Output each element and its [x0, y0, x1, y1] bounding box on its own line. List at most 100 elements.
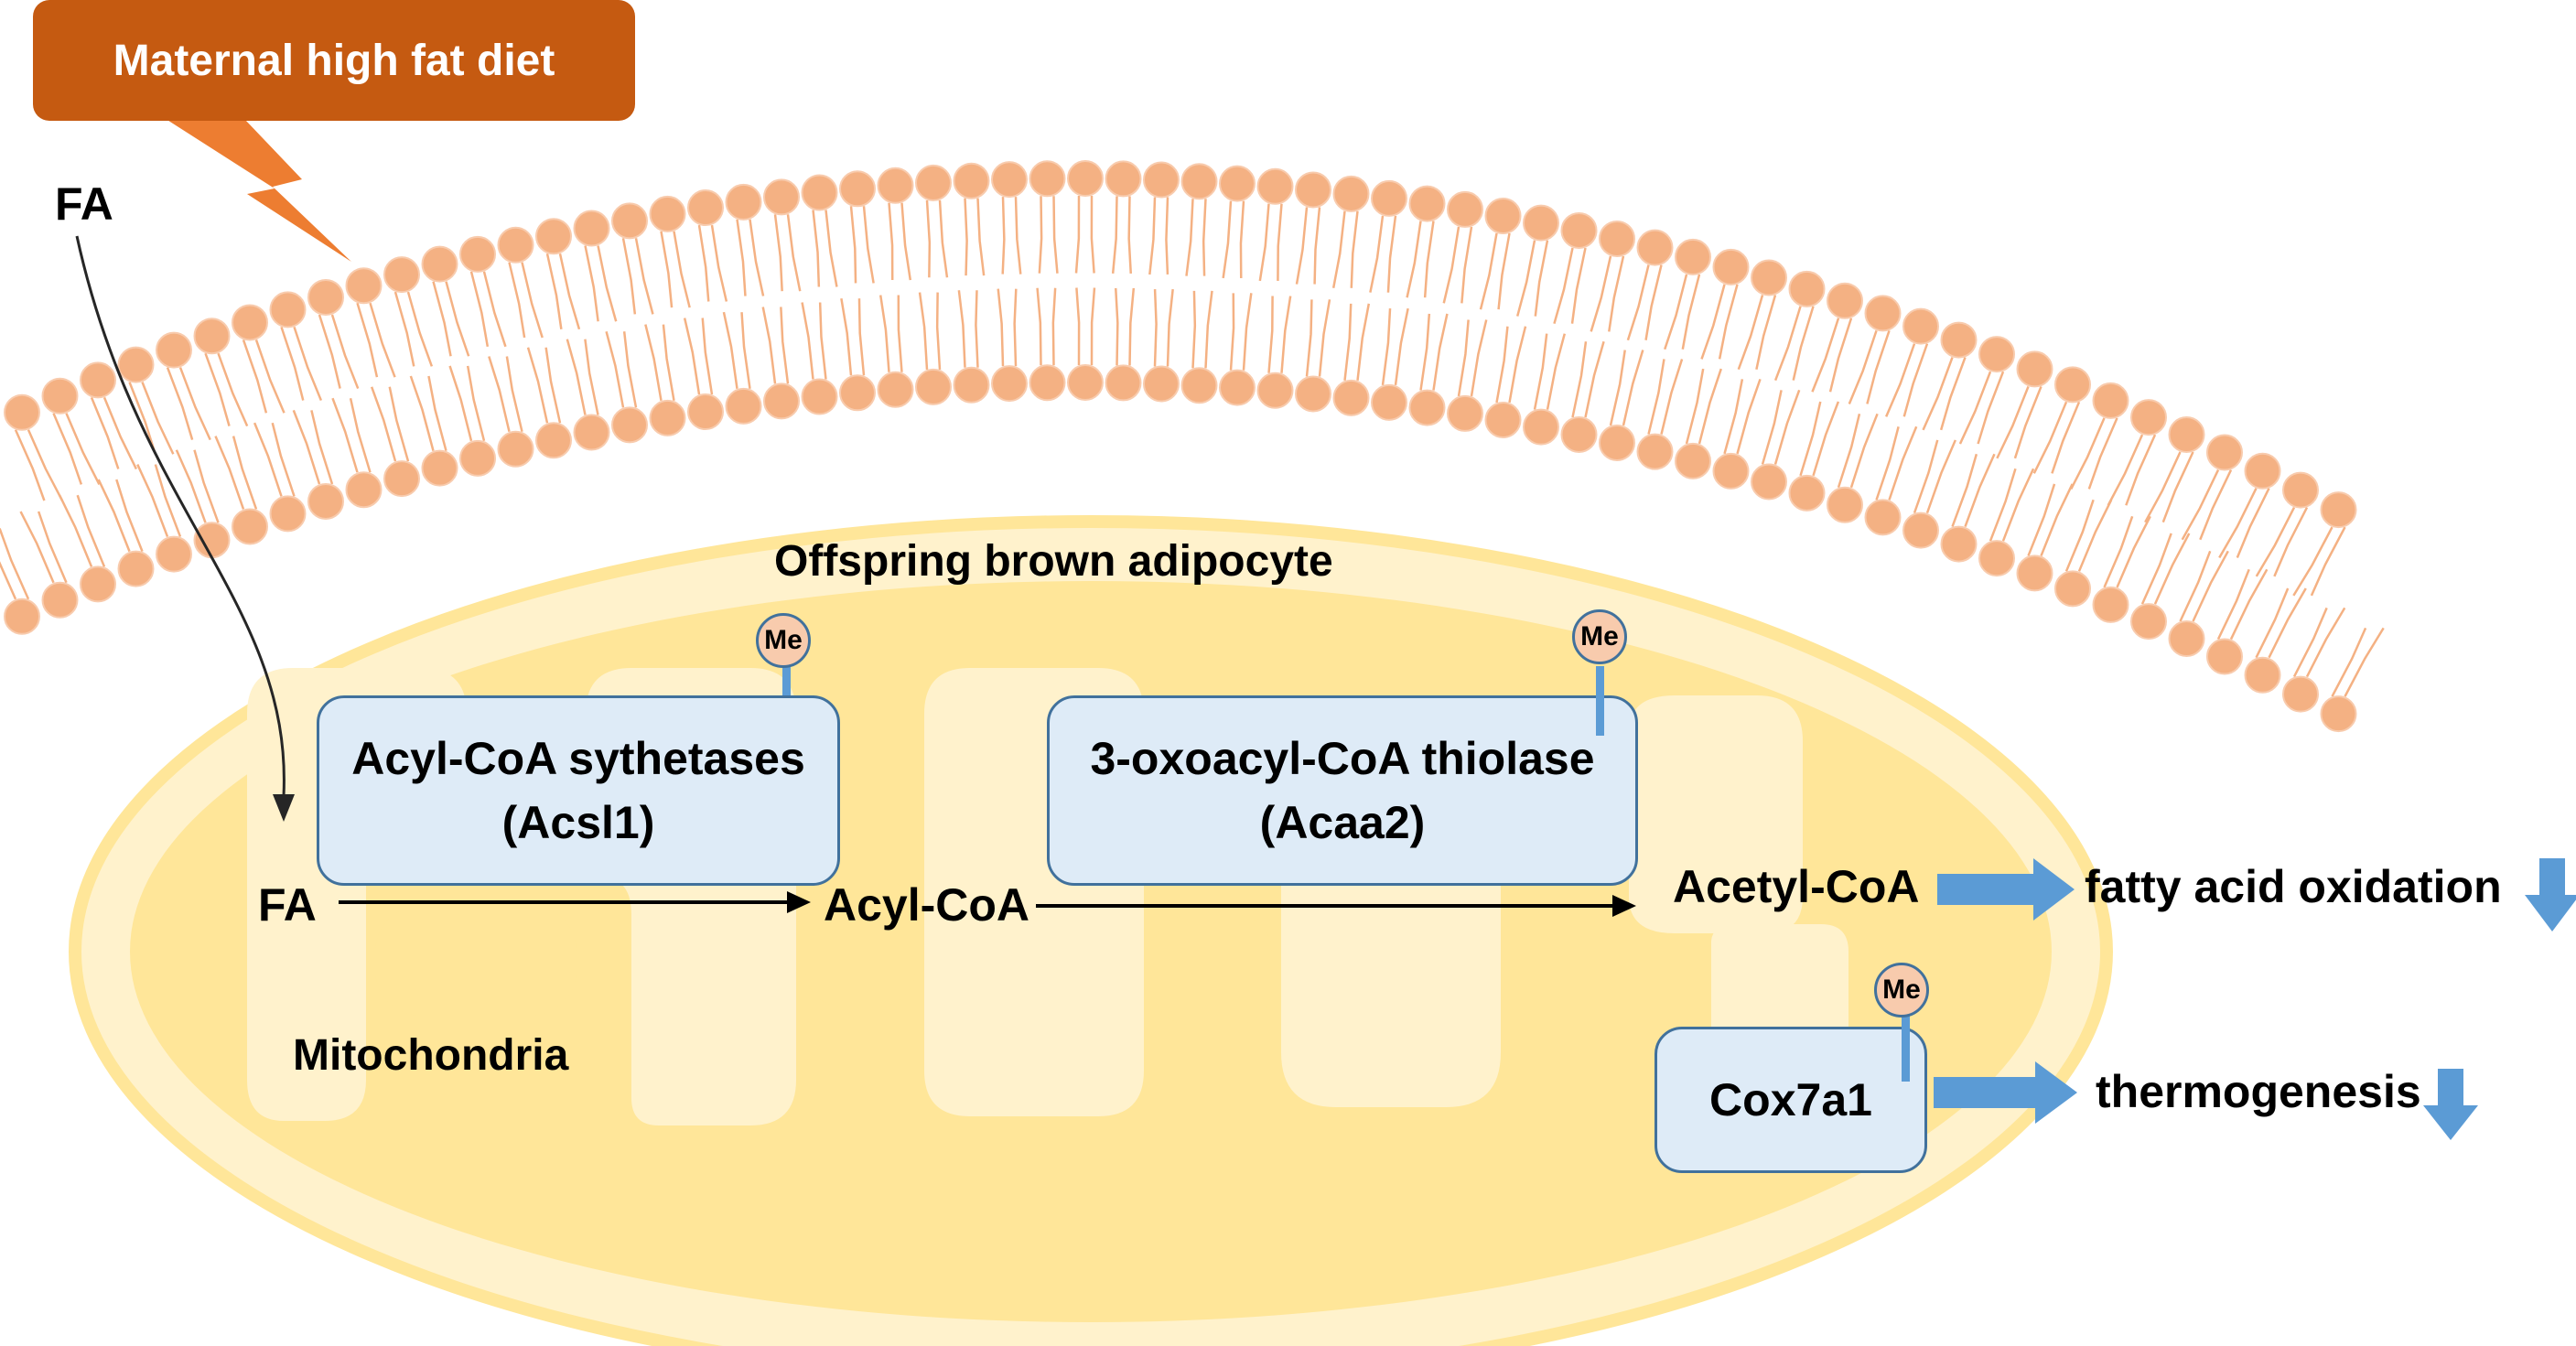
lipid-tail	[1885, 343, 1916, 417]
lipid-head	[953, 366, 990, 404]
lipid-tail	[1239, 200, 1245, 278]
lipid-tail	[1736, 378, 1762, 455]
cell-label: Offspring brown adipocyte	[774, 537, 1333, 586]
lipid-tail	[2087, 417, 2118, 490]
down-arrow-oxidation-icon	[2525, 858, 2576, 931]
lipid-tail	[1799, 401, 1822, 477]
lipid-tail	[2305, 607, 2346, 678]
lipid-tail	[1913, 439, 1939, 514]
lipid-head	[1940, 525, 1978, 563]
lipid-tail	[634, 238, 654, 315]
lipid-tail	[330, 314, 360, 389]
lipid-head	[1599, 220, 1635, 257]
lipid-tail	[1331, 210, 1346, 289]
lipid-tail	[1394, 307, 1409, 386]
lipid-tail	[90, 396, 120, 469]
banner-label: Maternal high fat diet	[113, 36, 555, 85]
fa-outside-label: FA	[55, 178, 113, 230]
lipid-tail	[566, 339, 587, 415]
lipid-head	[2092, 586, 2129, 623]
fa-inside-label: FA	[258, 879, 317, 931]
lipid-tail	[1038, 196, 1043, 274]
lipid-tail	[710, 224, 728, 302]
arrow-acylcoa-to-acetylcoa-head	[1612, 895, 1636, 917]
lipid-tail	[2310, 526, 2346, 597]
lipid-tail	[2161, 451, 2194, 523]
lipid-tail	[1622, 350, 1644, 426]
lipid-tail	[1609, 350, 1626, 426]
lipid-tail	[406, 291, 434, 367]
lipid-tail	[2125, 434, 2157, 506]
lipid-tail	[1052, 196, 1059, 274]
lipid-tail	[1381, 307, 1392, 386]
lipid-tail	[521, 262, 544, 339]
lipid-head	[156, 535, 192, 573]
lipid-tail	[331, 397, 359, 473]
lipid-tail	[19, 511, 55, 584]
lipid-tail	[2144, 451, 2182, 523]
lipid-tail	[1442, 226, 1460, 304]
lipid-tail	[2070, 417, 2106, 490]
lipid-tail	[2040, 483, 2074, 556]
lipid-head	[1484, 197, 1522, 234]
lipid-head	[839, 170, 876, 208]
lipid-head	[1143, 365, 1180, 403]
lipid-head	[1219, 369, 1256, 406]
lipid-tail	[1406, 221, 1422, 298]
lipid-head	[1978, 336, 2015, 373]
lipid-tail	[2001, 468, 2035, 542]
lipid-tail	[2181, 468, 2220, 541]
lipid-head	[1067, 160, 1104, 198]
lipid-tail	[2218, 488, 2258, 559]
lipid-tail	[2255, 587, 2290, 659]
lipid-head	[1256, 167, 1294, 205]
lipid-tail	[2292, 607, 2328, 678]
lipid-tail	[193, 449, 220, 523]
lipid-tail	[318, 314, 341, 389]
lipid-tail	[736, 219, 747, 296]
lipid-tail	[1644, 264, 1663, 340]
lipid-tail	[1204, 290, 1213, 369]
lipid-tail	[857, 298, 866, 376]
lipid-tail	[2027, 483, 2056, 556]
block-arrow-thermogenesis	[1934, 1061, 2077, 1124]
lipid-head	[2282, 675, 2319, 713]
lipid-tail	[292, 409, 321, 485]
lipid-head	[1029, 160, 1066, 198]
lipid-tail	[2153, 533, 2191, 605]
lipid-tail	[349, 397, 372, 473]
lipid-tail	[1755, 295, 1777, 370]
lipid-head	[1827, 486, 1863, 523]
lipid-tail	[1875, 425, 1900, 501]
lipid-head	[1408, 185, 1446, 222]
lipid-tail	[825, 210, 838, 287]
lipid-head	[2244, 452, 2281, 490]
lipid-tail	[1718, 284, 1739, 360]
lipid-tail	[1761, 390, 1783, 465]
lipid-tail	[52, 413, 83, 485]
lipid-head	[497, 226, 534, 264]
lipid-tail	[1958, 371, 1992, 445]
methyl-mark-cox7a1: Me	[1874, 963, 1929, 1018]
lipid-tail	[271, 422, 296, 497]
lipid-tail	[786, 214, 802, 292]
methyl-stem	[1596, 666, 1604, 736]
cox7a1-label: Cox7a1	[1709, 1074, 1872, 1125]
lipid-tail	[242, 339, 268, 414]
lipid-head	[1712, 452, 1750, 490]
block-arrow-oxidation	[1937, 858, 2075, 921]
fa-uptake-arrowhead	[273, 794, 295, 822]
lipid-tail	[1515, 240, 1536, 317]
lipid-head	[1599, 424, 1635, 461]
lipid-tail	[1977, 371, 2005, 445]
lipid-tail	[2103, 515, 2134, 588]
lipid-head	[2168, 619, 2205, 657]
lipid-head	[1219, 165, 1256, 202]
lipid-tail	[409, 375, 435, 451]
lipid-head	[1751, 259, 1787, 296]
lipid-head	[2016, 350, 2053, 388]
lipid-tail	[1258, 203, 1270, 282]
methyl-mark-acaa2: Me	[1572, 609, 1627, 664]
lipid-tail	[701, 318, 714, 395]
lipid-head	[41, 581, 79, 619]
